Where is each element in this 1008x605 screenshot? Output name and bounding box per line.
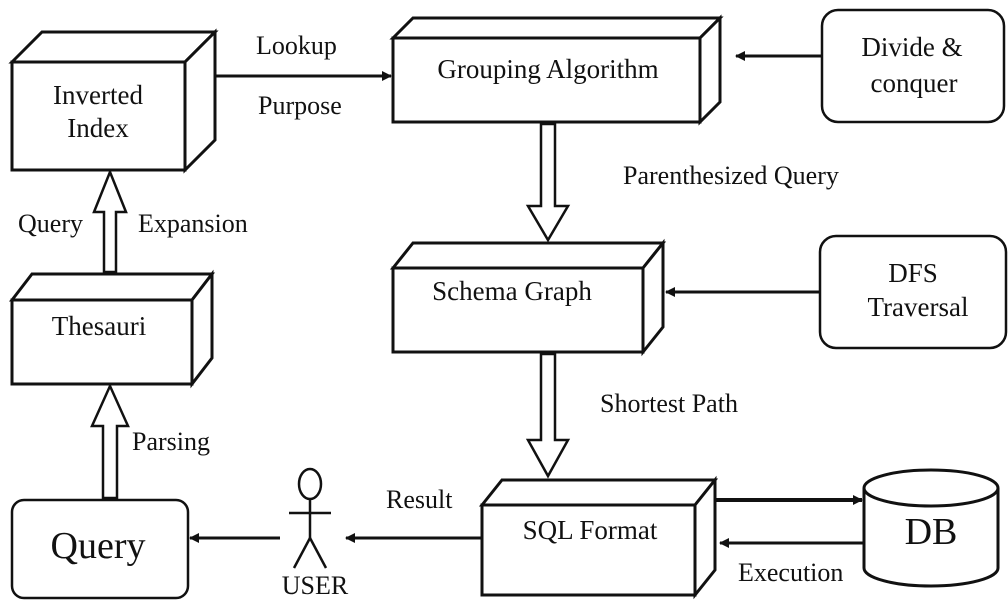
grouping-algorithm-label: Grouping Algorithm: [437, 54, 658, 84]
thesauri-label: Thesauri: [52, 311, 146, 341]
inverted-index-box: Inverted Index: [8, 28, 219, 174]
shortest-path-hollow-arrow: [525, 352, 571, 479]
schema-graph-box: Schema Graph: [389, 238, 667, 357]
user-stick-figure: [289, 467, 331, 569]
inverted-index-label-line2: Index: [67, 113, 129, 143]
dfs-traversal-label-line1: DFS: [888, 258, 938, 288]
parenthesized-query-label: Parenthesized Query: [623, 161, 839, 190]
schema-graph-label: Schema Graph: [432, 276, 592, 306]
db-label: DB: [905, 511, 958, 553]
result-label: Result: [386, 485, 453, 514]
query-expansion-label-right: Expansion: [138, 209, 248, 238]
query-label: Query: [51, 525, 146, 567]
parsing-hollow-arrow: [90, 382, 130, 500]
parenthesized-query-hollow-arrow: [525, 122, 571, 243]
query-box: Query: [10, 498, 190, 600]
thesauri-box: Thesauri: [8, 269, 216, 389]
db-cylinder: DB: [862, 468, 1000, 588]
sql-format-box: SQL Format: [478, 475, 719, 600]
divide-conquer-label-line2: conquer: [871, 68, 958, 98]
user-label: USER: [282, 571, 349, 600]
shortest-path-label: Shortest Path: [600, 389, 738, 418]
sql-format-label: SQL Format: [523, 515, 658, 545]
expansion-hollow-arrow: [92, 168, 128, 274]
inverted-index-label-line1: Inverted: [53, 80, 143, 110]
execution-label: Execution: [738, 558, 843, 587]
purpose-label: Purpose: [258, 91, 342, 120]
dfs-traversal-label-line2: Traversal: [868, 292, 969, 322]
dfs-traversal-box: DFS Traversal: [818, 234, 1008, 350]
divide-conquer-label-line1: Divide &: [861, 32, 962, 62]
divide-conquer-box: Divide & conquer: [820, 8, 1006, 124]
lookup-label: Lookup: [256, 31, 337, 60]
grouping-algorithm-box: Grouping Algorithm: [389, 14, 724, 126]
query-expansion-label-left: Query: [18, 209, 83, 238]
parsing-label: Parsing: [132, 427, 210, 456]
user-head-icon: [297, 467, 323, 501]
